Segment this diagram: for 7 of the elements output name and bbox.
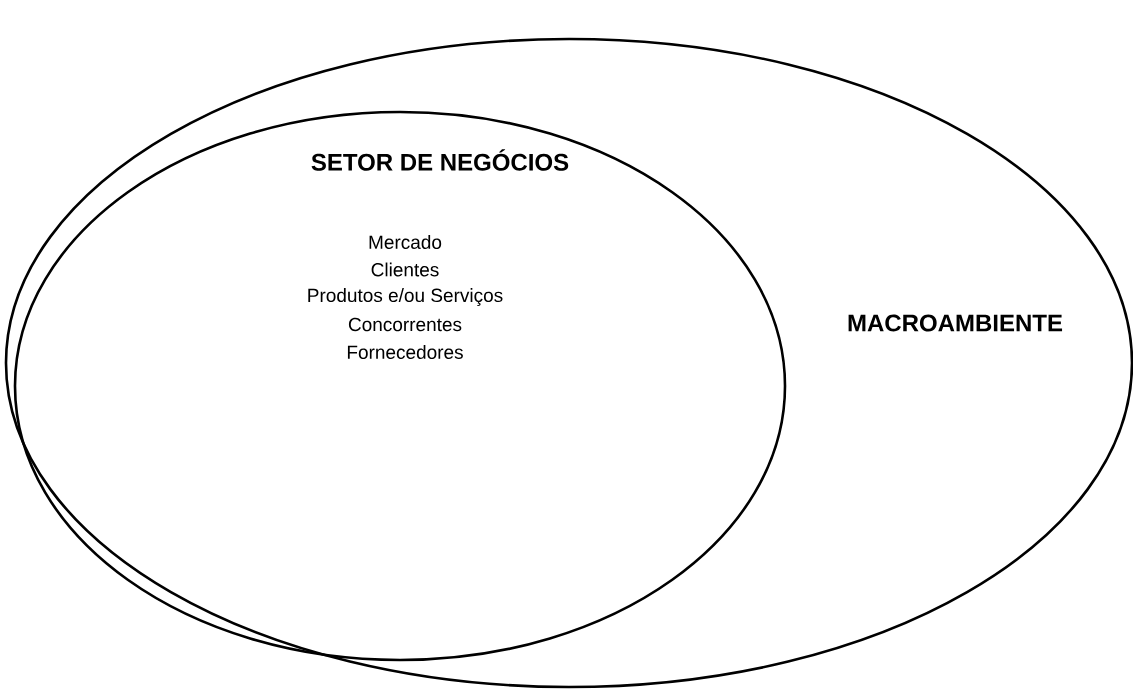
list-item: Produtos e/ou Serviços (308, 288, 503, 306)
list-item: Mercado (369, 235, 442, 249)
list-item: Concorrentes (348, 317, 462, 332)
list-item: Clientes (371, 262, 439, 277)
region-label: MACROAMBIENTE (848, 314, 1063, 332)
section-heading: SETOR DE NEGÓCIOS (311, 149, 569, 171)
list-item: Fornecedores (347, 345, 463, 359)
